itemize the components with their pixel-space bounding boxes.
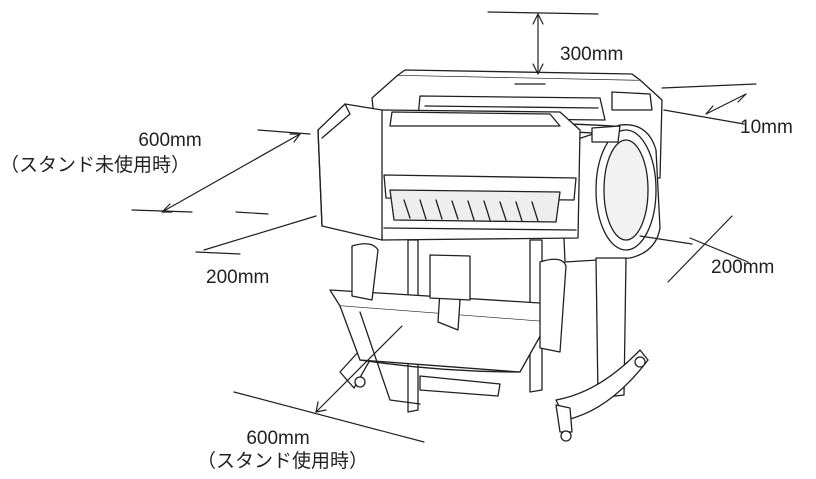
printer-right-side-cover [559, 124, 661, 263]
printer-left-side-cover [317, 103, 383, 241]
right-clearance-label: 200mm [711, 257, 775, 278]
dimension-lines [131, 11, 757, 443]
front-clearance-value: 600mm [246, 428, 310, 449]
back-clearance-value: 600mm [138, 130, 202, 151]
back-clearance-note: （スタンド未使用時） [0, 155, 191, 176]
output-slats [403, 199, 539, 222]
paper-basket [329, 243, 567, 405]
top-clearance-label: 300mm [560, 44, 624, 65]
left-clearance-label: 200mm [206, 267, 270, 288]
printer-front-body [379, 109, 581, 241]
front-clearance-note: （スタンド使用時） [197, 451, 369, 472]
rear-clearance-label: 10mm [740, 117, 793, 138]
